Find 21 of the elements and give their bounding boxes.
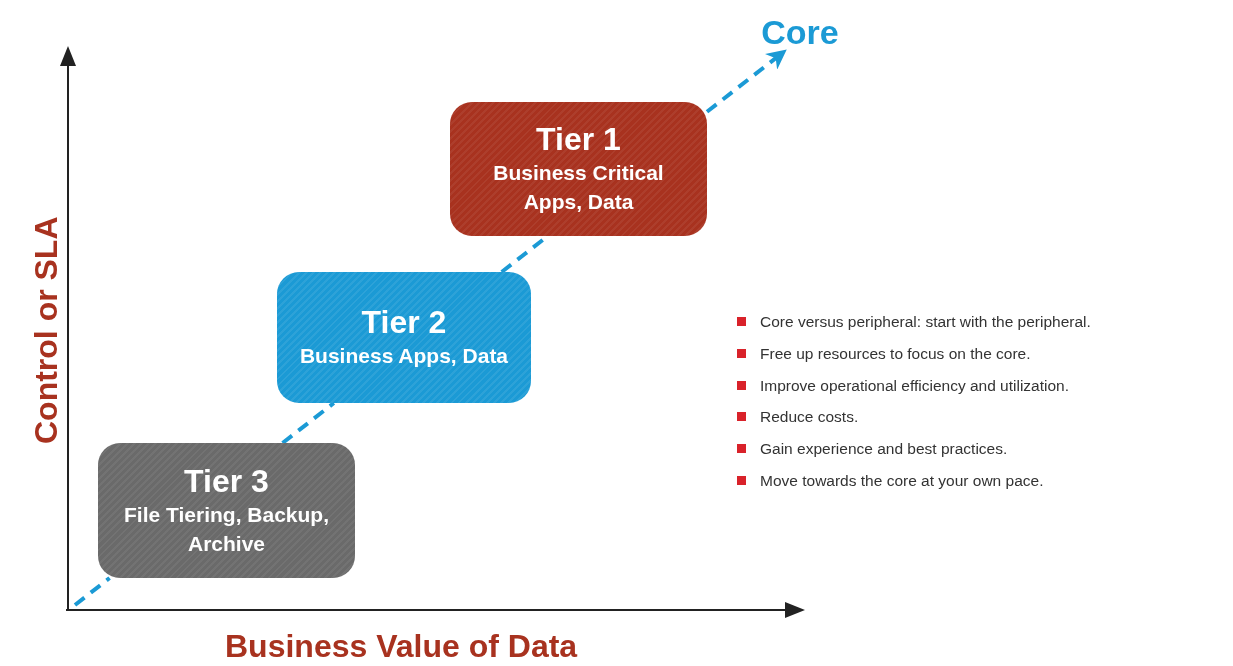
tier-description: File Tiering, Backup, Archive [123, 501, 330, 557]
tier-box [98, 443, 355, 578]
tier-description: Business Critical Apps, Data [492, 160, 665, 216]
tier-description: Business Apps, Data [298, 343, 510, 370]
tier-title: Tier 3 [184, 462, 269, 500]
bullet-text: Free up resources to focus on the core. [760, 343, 1031, 364]
axis-title: Control or SLA [27, 215, 65, 446]
bullet-text: Improve operational efficiency and utilization. [760, 375, 1070, 396]
dashed-line [281, 401, 336, 445]
tier-box [277, 272, 531, 403]
bullet-text: Gain experience and best practices. [760, 439, 1008, 459]
dashed-line [73, 576, 111, 607]
tier-title: Tier 1 [536, 121, 621, 158]
tier-box [450, 102, 707, 236]
tier-title: Tier 2 [361, 304, 447, 342]
core-label: Core [752, 12, 848, 52]
bullet-text: Reduce costs. [760, 407, 859, 428]
bullet-text: Move towards the core at your own pace. [760, 470, 1044, 491]
bullet-text: Core versus peripheral: start with the peripheral. [760, 312, 1091, 332]
dashed-arrow [705, 49, 787, 114]
axis-title: Business Value of Data [225, 627, 578, 666]
